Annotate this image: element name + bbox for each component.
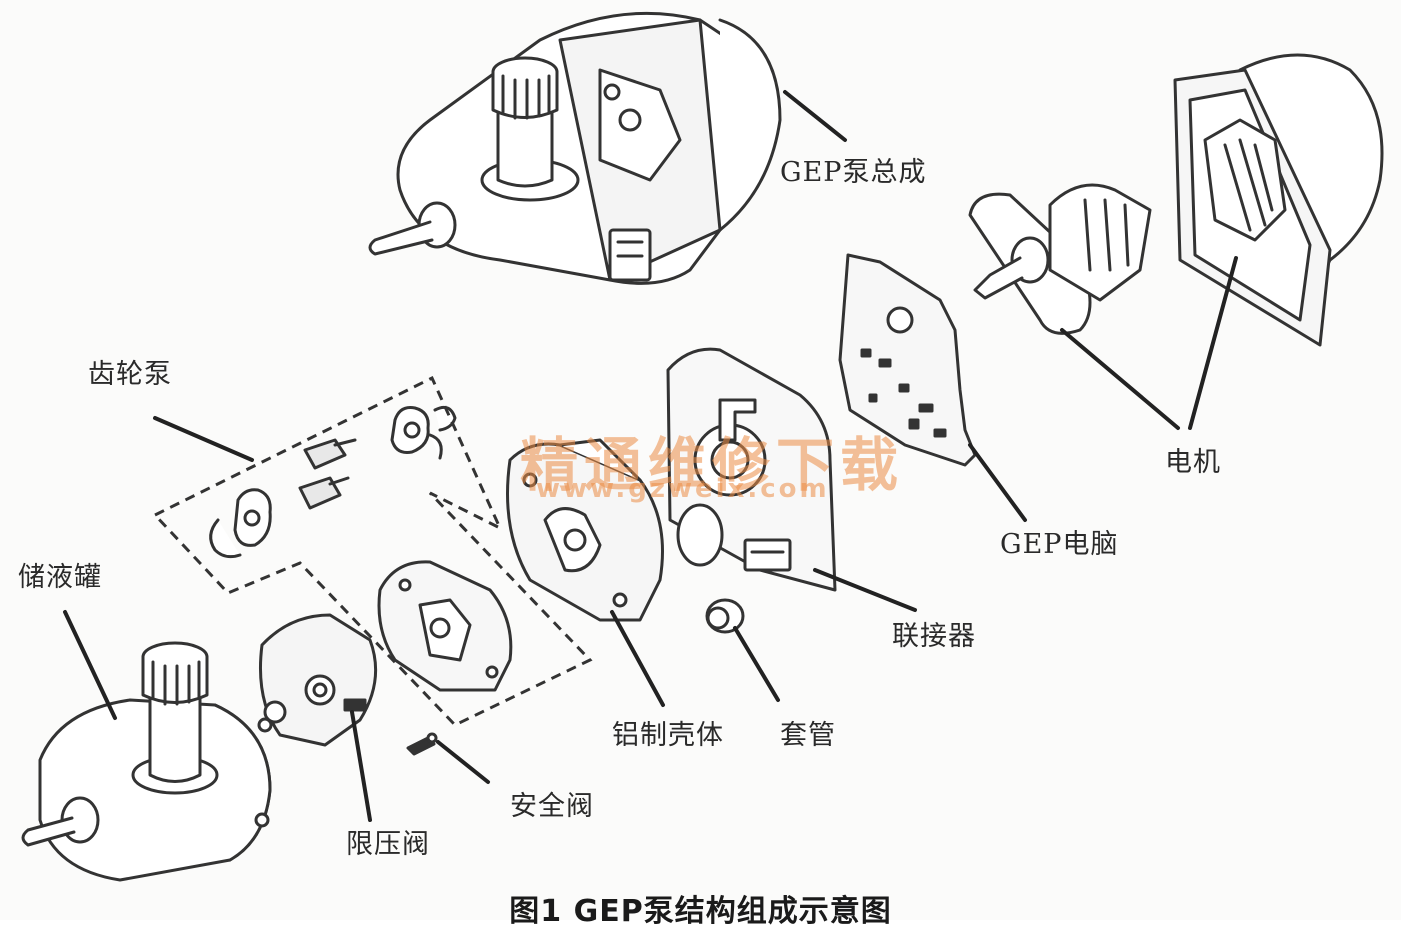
leader-gep-ecu — [968, 443, 1027, 522]
label-gep-ecu: GEP电脑 — [1000, 529, 1119, 560]
leader-motor-1 — [1060, 328, 1180, 430]
label-pressure-limit-valve: 限压阀 — [346, 829, 430, 860]
gear-pump-dashed-outline — [152, 375, 593, 727]
gear-pump-parts-illustration — [209, 405, 457, 559]
leader-gep-pump-assembly — [783, 90, 847, 142]
leader-reservoir — [63, 610, 117, 720]
gep-ecu-illustration — [838, 253, 977, 467]
leader-connector — [813, 568, 917, 612]
figure-caption: 图1 GEP泵结构组成示意图 — [509, 894, 892, 929]
pump-body-plate-illustration — [377, 560, 513, 692]
aluminum-housing-illustration — [506, 438, 664, 622]
leader-pressure-limit-valve — [350, 710, 372, 822]
leader-safety-valve — [436, 740, 490, 784]
gep-pump-assembly-illustration — [368, 11, 782, 285]
label-motor: 电机 — [1165, 447, 1221, 478]
safety-valve-illustration — [406, 732, 438, 756]
label-aluminum-housing: 铝制壳体 — [612, 720, 724, 751]
motor-illustration — [968, 53, 1384, 347]
reservoir-illustration — [21, 641, 273, 882]
sleeve-illustration — [705, 598, 745, 634]
label-gear-pump: 齿轮泵 — [88, 359, 172, 390]
leader-sleeve — [733, 626, 780, 702]
label-connector: 联接器 — [892, 621, 976, 652]
connector-housing-illustration — [666, 347, 837, 592]
label-sleeve: 套管 — [780, 720, 836, 751]
label-safety-valve: 安全阀 — [510, 791, 594, 822]
watermark-text: 精通维修下载 — [520, 431, 905, 499]
leader-aluminum-housing — [610, 610, 665, 707]
leader-motor-2 — [1188, 256, 1238, 430]
pressure-limit-valve-illustration — [258, 613, 378, 747]
watermark-url: www.gzweix.com — [536, 474, 830, 504]
leader-gear-pump — [153, 416, 254, 462]
label-gep-pump-assembly: GEP泵总成 — [780, 157, 927, 188]
label-reservoir: 储液罐 — [18, 562, 102, 593]
